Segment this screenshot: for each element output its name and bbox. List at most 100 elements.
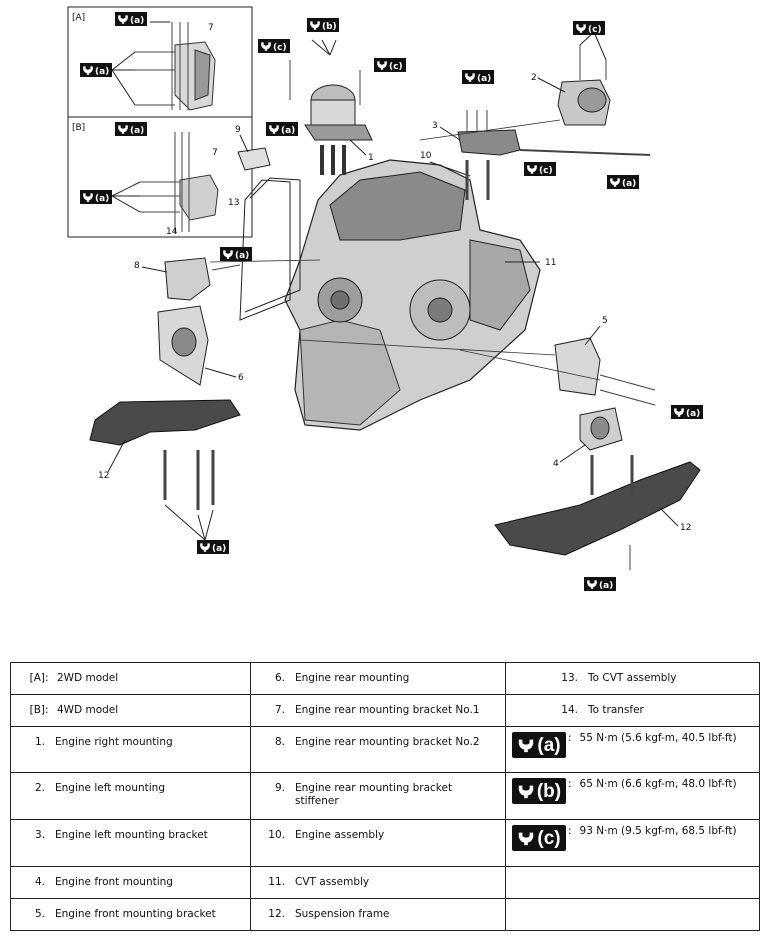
- badge-label: (a): [95, 194, 109, 204]
- suspension-frame-left: 12: [89, 399, 241, 541]
- engine-left-mounting: 2: [531, 31, 611, 126]
- legend-row: 1.Engine right mounting 8.Engine rear mo…: [10, 726, 760, 773]
- legend-num: 13.: [561, 672, 578, 684]
- torque-badge-c-1: (c): [258, 39, 290, 53]
- badge-label: (a): [130, 126, 144, 136]
- inset-4wd: [B] 7 14: [67, 116, 253, 238]
- legend-text: CVT assembly: [295, 876, 370, 888]
- badge-label: (a): [686, 409, 700, 419]
- legend-cell: 8.Engine rear mounting bracket No.2: [250, 726, 506, 773]
- legend-num: 7.: [274, 704, 285, 716]
- inset-2wd: [A] 7: [67, 6, 253, 118]
- callout-2: 2: [531, 73, 537, 83]
- legend-sep: :: [568, 825, 572, 837]
- legend-cell: [505, 866, 760, 899]
- torque-badge-a-4: (a): [80, 190, 112, 204]
- badge-legend-label: (b): [536, 780, 562, 802]
- legend-num: 10.: [268, 829, 285, 841]
- callout-6: 6: [238, 373, 244, 383]
- legend-num: 4.: [34, 876, 45, 888]
- callout-1: 1: [368, 153, 374, 163]
- engine-assembly: 10 11: [284, 151, 556, 431]
- engine-rear-mounting: 6: [157, 305, 244, 386]
- engine-right-mounting: 1: [289, 39, 374, 175]
- legend-num: 9.: [274, 782, 285, 794]
- engine-mounting-diagram: [A] 7 [B] 7 14: [67, 6, 703, 591]
- torque-badge-a-10: (a): [197, 540, 229, 554]
- engine-front-mounting: 4: [553, 407, 634, 495]
- legend-num: 6.: [274, 672, 285, 684]
- inset-b-label: [B]: [72, 123, 85, 133]
- legend-text: 4WD model: [57, 704, 119, 716]
- badge-label: (a): [95, 67, 109, 77]
- badge-legend-label: (a): [537, 734, 561, 756]
- badge-label: (a): [235, 251, 249, 261]
- legend-row: 5. Engine front mounting bracket 12.Suspe…: [10, 898, 760, 931]
- legend-text: Engine front mounting bracket: [55, 908, 216, 920]
- legend-text: To transfer: [588, 704, 644, 716]
- legend-row: [A]:2WD model 6.Engine rear mounting 13.…: [10, 662, 760, 695]
- leader-lines: [209, 119, 601, 381]
- legend-text: Engine left mounting: [55, 782, 165, 794]
- callout-14: 14: [166, 227, 178, 237]
- torque-badge-b: (b): [307, 18, 339, 32]
- callout-5: 5: [602, 316, 608, 326]
- callout-12b: 12: [680, 523, 691, 533]
- legend-cell: (c) : 93 N·m (9.5 kgf-m, 68.5 lbf-ft): [505, 819, 760, 867]
- torque-badge-legend-a: (a): [512, 732, 566, 758]
- engine-front-mounting-bracket: 5: [554, 316, 656, 406]
- badge-legend-label: (c): [537, 827, 561, 849]
- legend-cell: 12.Suspension frame: [250, 898, 506, 931]
- badge-label: (c): [389, 62, 403, 72]
- torque-value: 55 N·m (5.6 kgf-m, 40.5 lbf-ft): [579, 732, 737, 744]
- torque-badge-c-3: (c): [573, 21, 605, 35]
- legend-sep: :: [568, 778, 572, 790]
- legend-cell: 10.Engine assembly: [250, 819, 506, 867]
- legend-cell: [A]:2WD model: [10, 662, 251, 695]
- torque-value: 65 N·m (6.6 kgf-m, 48.0 lbf-ft): [579, 778, 737, 790]
- callout-9: 9: [235, 125, 241, 135]
- callout-8: 8: [134, 261, 140, 271]
- badge-label: (c): [588, 25, 602, 35]
- torque-badge-a-3: (a): [115, 122, 147, 136]
- callout-3: 3: [432, 121, 438, 131]
- legend-text: Suspension frame: [295, 908, 390, 920]
- legend-num: 3.: [34, 829, 45, 841]
- callout-11: 11: [545, 258, 556, 268]
- badge-label: (c): [539, 166, 553, 176]
- legend-row: [B]:4WD model 7.Engine rear mounting bra…: [10, 694, 760, 727]
- legend-num: [B]: [29, 704, 45, 716]
- callout-7b: 7: [212, 148, 218, 158]
- legend-text: To CVT assembly: [588, 672, 677, 684]
- legend-row: 4.Engine front mounting 11. CVT assembly: [10, 866, 760, 899]
- legend-sep: :: [568, 732, 572, 744]
- torque-badge-a-7: (a): [462, 70, 494, 84]
- engine-rear-mounting-bracket-no2: 8: [134, 257, 241, 301]
- rear-mounting-stiffener: 9 13: [228, 125, 301, 321]
- badge-label: (a): [622, 179, 636, 189]
- legend-text: Engine left mounting bracket: [55, 829, 208, 841]
- parts-legend-table: [A]:2WD model 6.Engine rear mounting 13.…: [10, 662, 760, 931]
- badge-label: (a): [477, 74, 491, 84]
- torque-badge-a-8: (a): [607, 175, 639, 189]
- legend-cell: 11. CVT assembly: [250, 866, 506, 899]
- badge-label: (a): [281, 126, 295, 136]
- legend-row: 2.Engine left mounting 9.Engine rear mou…: [10, 772, 760, 820]
- badge-label: (c): [273, 43, 287, 53]
- callout-4: 4: [553, 459, 559, 469]
- legend-num: 5.: [34, 908, 45, 920]
- legend-text: Engine rear mounting bracket No.1: [295, 704, 480, 716]
- torque-badge-c-2: (c): [374, 58, 406, 72]
- callout-12a: 12: [98, 471, 109, 481]
- torque-wrench-icon: [517, 737, 535, 753]
- legend-num: 14.: [561, 704, 578, 716]
- torque-badge-a-1: (a): [115, 12, 147, 26]
- torque-badge-a-11: (a): [584, 577, 616, 591]
- badge-label: (a): [130, 16, 144, 26]
- legend-num: 2.: [34, 782, 45, 794]
- legend-cell: (a) : 55 N·m (5.6 kgf-m, 40.5 lbf-ft): [505, 726, 760, 773]
- legend-text: 2WD model: [57, 672, 119, 684]
- legend-num: 11.: [268, 876, 285, 888]
- torque-value: 93 N·m (9.5 kgf-m, 68.5 lbf-ft): [579, 825, 737, 837]
- legend-cell: 4.Engine front mounting: [10, 866, 251, 899]
